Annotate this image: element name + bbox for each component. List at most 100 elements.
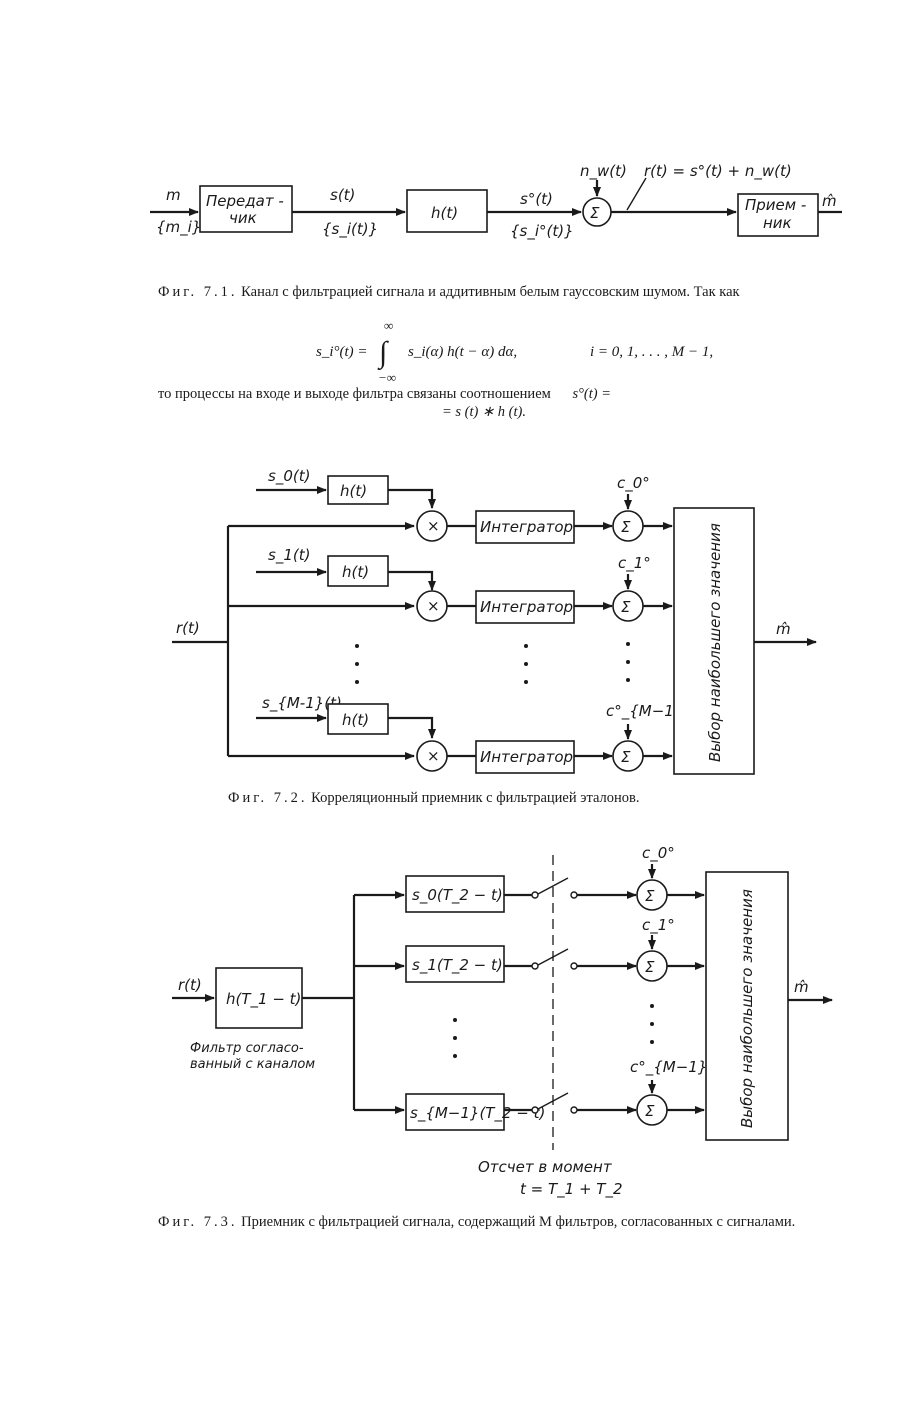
ellipsis-dots <box>355 642 630 684</box>
input-m-label: m <box>166 186 181 204</box>
figure-7-1-text: Канал с фильтрацией сигнала и аддитивным… <box>241 284 740 300</box>
noise-label: n_w(t) <box>580 162 627 181</box>
selector-label: Выбор наибольшего значения <box>706 523 724 762</box>
mf-branch-1: s_1(T_2 − t) Σ c_1° <box>354 916 705 983</box>
selector-block <box>705 871 789 1141</box>
summer-m-symbol: Σ <box>621 748 631 766</box>
output-label: m̂ <box>794 978 809 996</box>
mf-branch-0: s_0(T_2 − t) Σ c_0° <box>354 844 705 913</box>
figure-7-3-caption: Фиг. 7.3. Приемник с фильтрацией сигнала… <box>158 1214 838 1231</box>
branch-0: s_0(t) h(t) × Интегратор Σ c_0° <box>228 467 673 544</box>
summer-m-symbol: Σ <box>645 1102 655 1120</box>
matched-filter-m-label: s_{M−1}(T_2 − t) <box>410 1104 545 1123</box>
matched-filter-0 <box>405 875 505 913</box>
transmitter-label-2: чик <box>229 209 257 227</box>
integrator-1-label: Интегратор <box>480 598 573 616</box>
h-label-m: h(t) <box>342 711 369 729</box>
transmitter-label-1: Передат - <box>206 192 284 210</box>
integrator-m-label: Интегратор <box>480 748 573 766</box>
r-input-label: r(t) <box>178 976 202 994</box>
paragraph-line-1-text: то процессы на входе и выходе фильтра св… <box>158 386 551 402</box>
switch-1-contact <box>531 962 539 970</box>
h-block-0 <box>327 475 389 505</box>
r-pointer-line <box>626 177 647 211</box>
figure-7-1-diagram: Передат - чик h(t) Σ Прием - ник m {m_i}… <box>150 162 842 241</box>
c1-label: c_1° <box>642 916 675 935</box>
switch-0-blade <box>537 877 569 895</box>
multiplier-1-symbol: × <box>427 597 440 615</box>
equation-lhs: s_i°(t) = <box>316 344 368 360</box>
branch-m-1: s_{M-1}(t) h(t) × Интегратор Σ c°_{M−1} <box>228 694 683 774</box>
h-label-0: h(t) <box>340 482 367 500</box>
filter-caption-2: ванный с каналом <box>190 1057 315 1072</box>
h-block-m <box>327 703 389 735</box>
h-to-mult-0 <box>388 488 436 509</box>
summer-1-symbol: Σ <box>645 958 655 976</box>
switch-0-contact <box>531 891 539 899</box>
receiver-label-2: ник <box>763 214 792 232</box>
s0-i-t-label: {s_i°(t)} <box>510 222 574 241</box>
figure-7-3-number: Фиг. 7.3. <box>158 1214 238 1230</box>
integrator-0 <box>475 510 575 544</box>
figure-7-2-diagram: r(t) s_0(t) h(t) × Интегратор Σ c_0° s_1… <box>172 467 817 775</box>
matched-filter-1 <box>405 945 505 983</box>
r-input-label: r(t) <box>176 619 200 637</box>
matched-filter-m <box>405 1093 505 1131</box>
s1-label: s_1(t) <box>268 546 310 565</box>
c1-label: c_1° <box>618 554 651 573</box>
s-i-t-label: {s_i(t)} <box>322 220 378 239</box>
switch-1-contact-2 <box>570 962 578 970</box>
filter-caption-1: Фильтр согласо- <box>190 1041 304 1056</box>
selector-block <box>673 507 755 775</box>
sampling-caption-2: t = T_1 + T_2 <box>520 1180 623 1199</box>
output-label: m̂ <box>776 620 791 638</box>
c0-label: c_0° <box>617 474 650 493</box>
mf-ellipsis-dots <box>453 1004 654 1058</box>
integrator-0-label: Интегратор <box>480 518 573 536</box>
figure-7-2-text: Корреляционный приемник с фильтрацией эт… <box>311 790 640 806</box>
integrator-1 <box>475 590 575 624</box>
cM-label: c°_{M−1} <box>630 1058 707 1077</box>
paragraph-line-1-eq: s°(t) = <box>572 386 611 402</box>
r-equation-label: r(t) = s°(t) + n_w(t) <box>644 162 792 181</box>
h-label-1: h(t) <box>342 563 369 581</box>
multiplier-m-symbol: × <box>427 747 440 765</box>
paragraph-line-2: = s (t) ∗ h (t). <box>442 404 526 420</box>
sampling-caption-1: Отсчет в момент <box>478 1158 613 1176</box>
integral-lower-limit: −∞ <box>378 370 397 385</box>
receiver-block <box>737 193 819 237</box>
branch-1: s_1(t) h(t) × Интегратор Σ c_1° <box>228 546 673 624</box>
channel-filter-label: h(t) <box>431 204 458 222</box>
s0-t-label: s°(t) <box>520 190 553 208</box>
output-label: m̂ <box>822 192 837 210</box>
matched-filter-1-label: s_1(T_2 − t) <box>412 956 503 975</box>
multiplier-0-symbol: × <box>427 517 440 535</box>
h-to-mult-m <box>388 716 436 739</box>
matched-filter-0-label: s_0(T_2 − t) <box>412 886 503 905</box>
h-to-mult-1 <box>388 570 436 591</box>
integrator-m <box>475 740 575 774</box>
sM-label: s_{M-1}(t) <box>262 694 342 713</box>
equation-index-range: i = 0, 1, . . . , M − 1, <box>590 344 714 360</box>
switch-0-contact-2 <box>570 891 578 899</box>
summer-symbol: Σ <box>590 204 600 222</box>
s0-label: s_0(t) <box>268 467 310 486</box>
figure-7-1-number: Фиг. 7.1. <box>158 284 238 300</box>
switch-m-contact-2 <box>570 1106 578 1114</box>
channel-matched-filter-block <box>215 967 303 1029</box>
switch-m-blade <box>537 1092 569 1110</box>
input-mi-label: {m_i} <box>156 218 201 237</box>
c0-label: c_0° <box>642 844 675 863</box>
figure-7-3-diagram: r(t) h(T_1 − t) Фильтр согласо- ванный с… <box>172 844 833 1199</box>
s-t-label: s(t) <box>330 186 355 204</box>
integral-sign: ∫ <box>379 336 388 369</box>
switch-m-contact <box>531 1106 539 1114</box>
switch-1-blade <box>537 948 569 966</box>
paragraph-line-1: то процессы на входе и выходе фильтра св… <box>158 386 611 403</box>
channel-matched-filter-label: h(T_1 − t) <box>226 990 301 1009</box>
mf-branch-m: s_{M−1}(T_2 − t) Σ c°_{M−1} <box>354 1058 707 1131</box>
selector-label: Выбор наибольшего значения <box>738 889 756 1128</box>
figure-7-2-number: Фиг. 7.2. <box>228 790 308 806</box>
receiver-label-1: Прием - <box>745 196 806 214</box>
